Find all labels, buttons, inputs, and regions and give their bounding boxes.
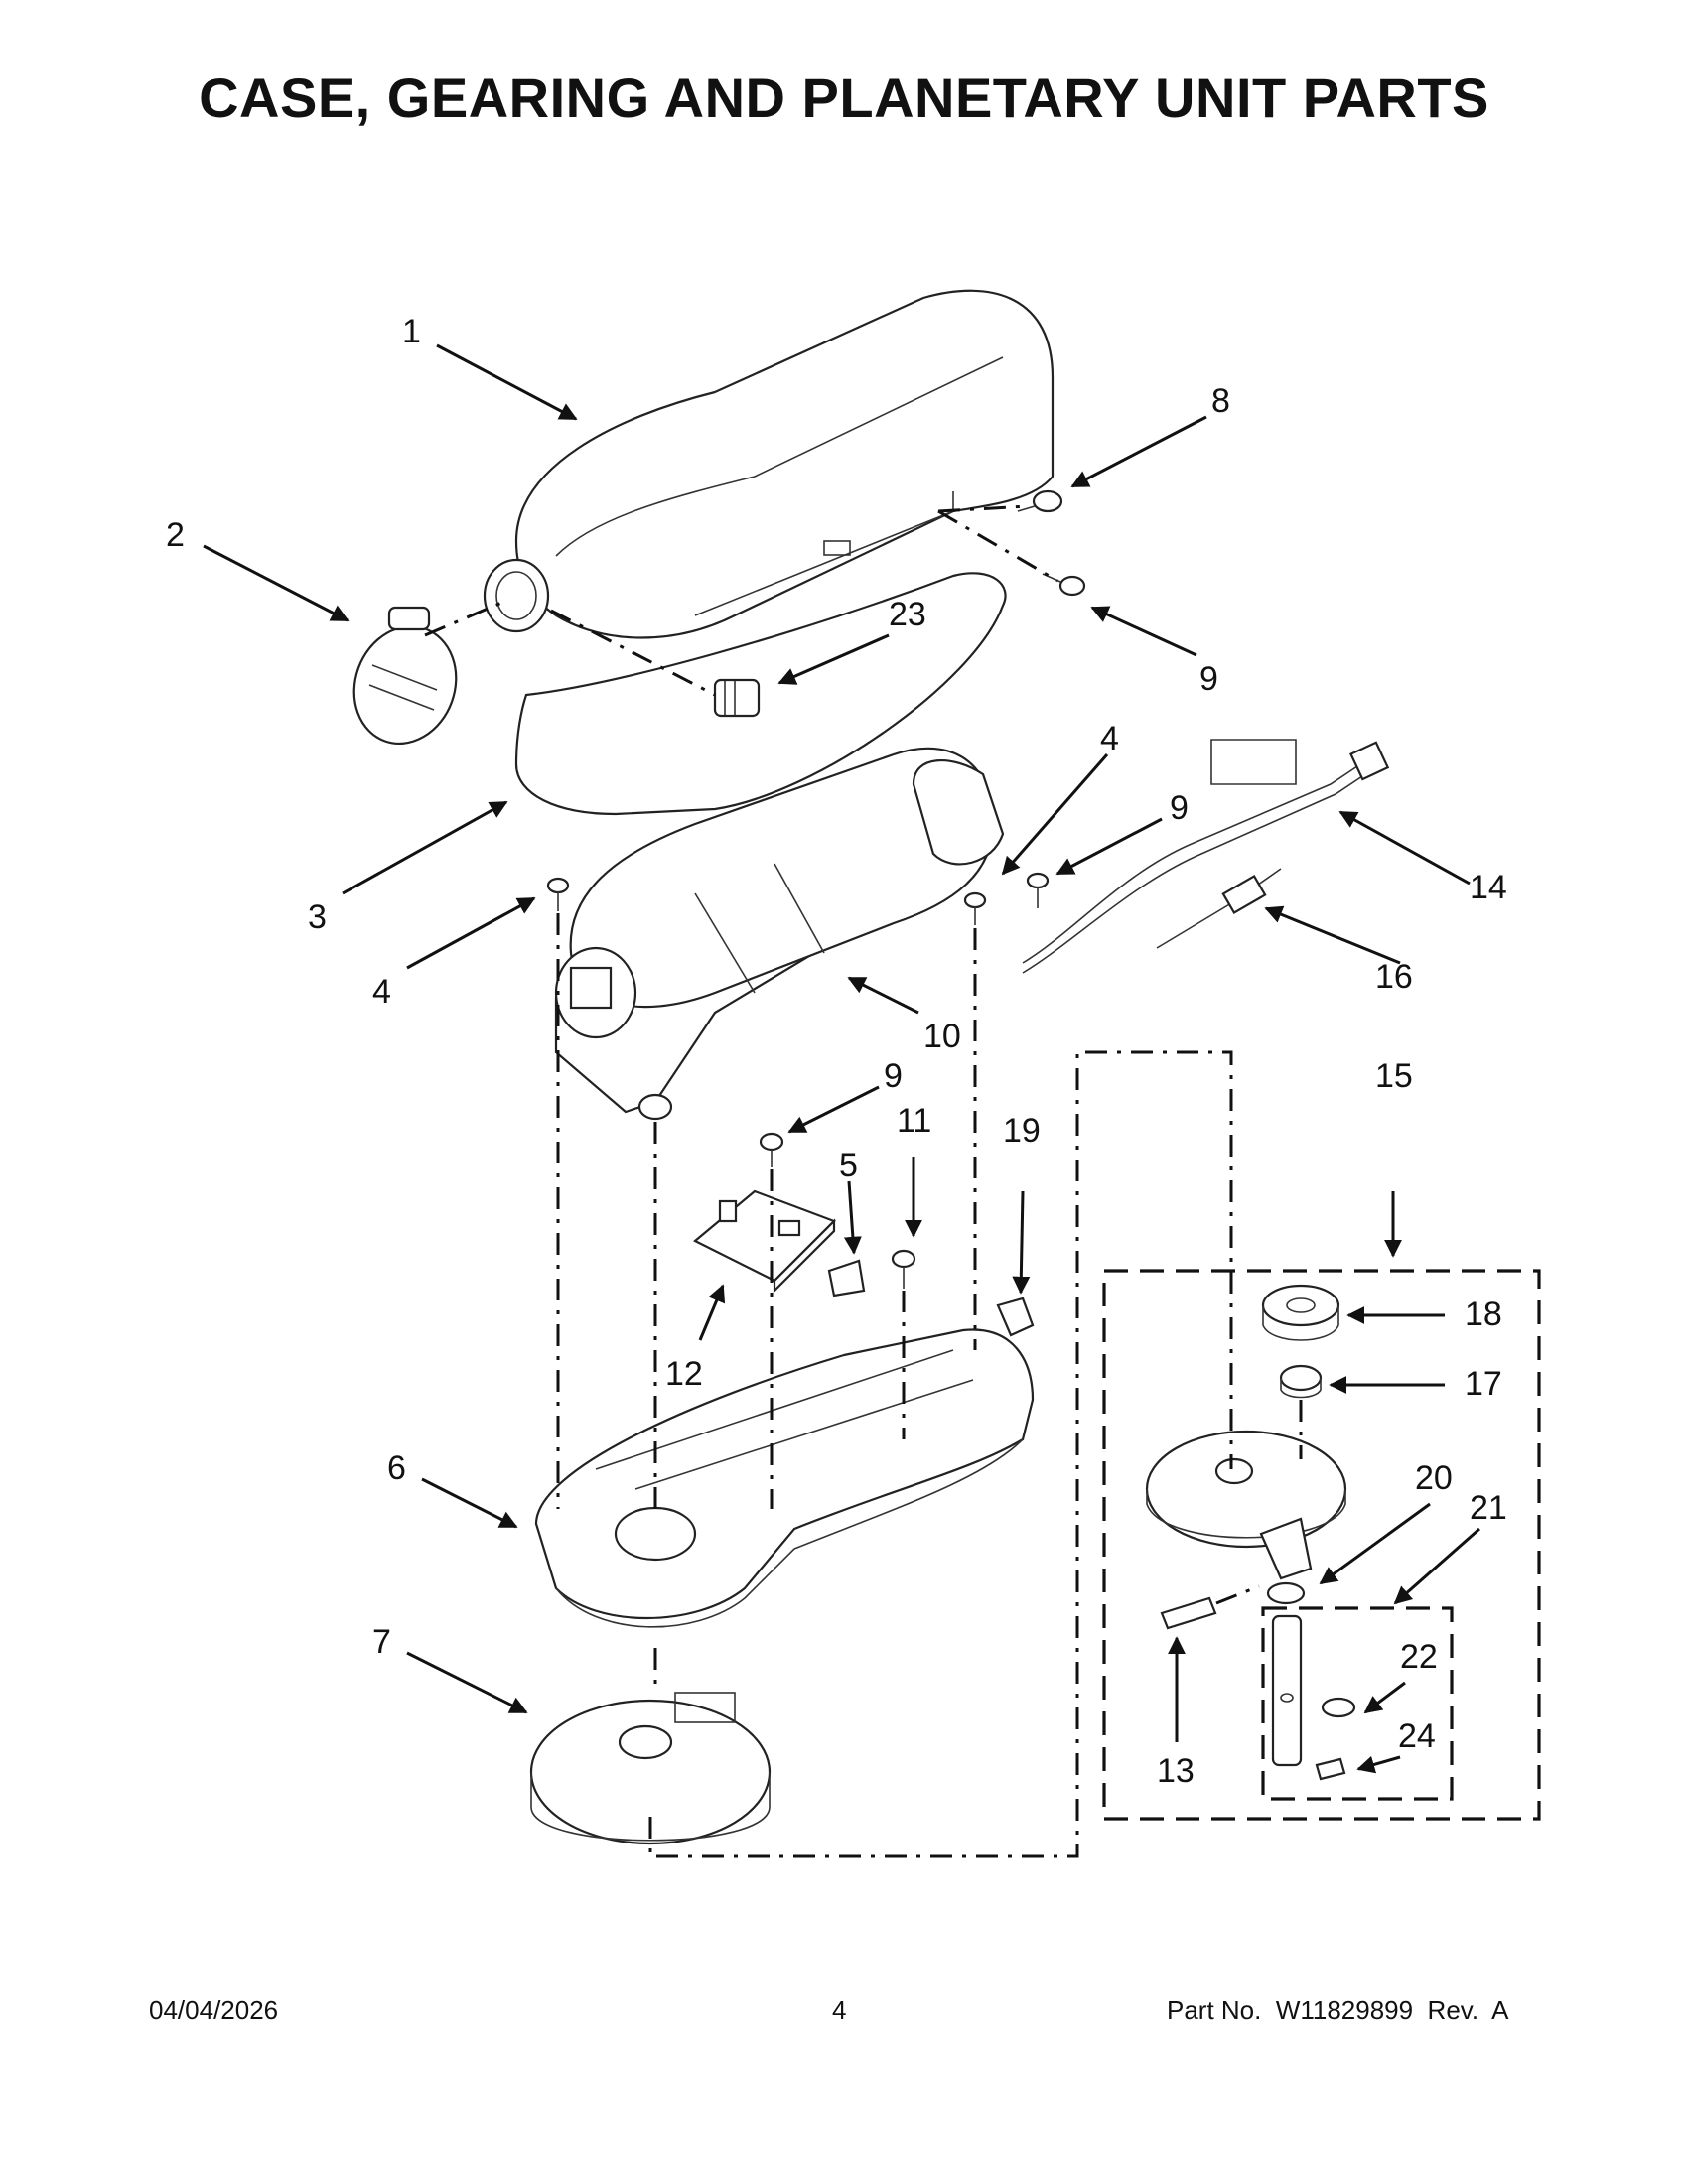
callout-9-top: 9	[1199, 660, 1218, 698]
alignment-line	[937, 504, 1029, 513]
callout-14: 14	[1470, 869, 1507, 906]
callout-2: 2	[166, 516, 185, 554]
part-17-bearing	[1279, 1364, 1323, 1399]
leader-arrows	[203, 343, 1480, 1774]
callout-19: 19	[1003, 1112, 1041, 1150]
part-13-pin	[1160, 1596, 1217, 1630]
alignment-line	[550, 609, 716, 697]
part-18-gear	[1261, 1284, 1340, 1341]
part-9-screw-mid	[1026, 872, 1050, 908]
part-24-pin	[1315, 1757, 1346, 1781]
callout-11: 11	[897, 1102, 931, 1140]
part-8-screw	[1017, 489, 1063, 513]
part-1-motor-housing	[514, 289, 1055, 639]
callout-15: 15	[1375, 1057, 1413, 1095]
callout-20: 20	[1415, 1459, 1453, 1497]
callout-9-board: 9	[884, 1057, 903, 1095]
callout-10: 10	[923, 1018, 961, 1055]
callout-24: 24	[1398, 1717, 1436, 1755]
callout-6: 6	[387, 1449, 406, 1487]
callout-22: 22	[1400, 1638, 1438, 1676]
part-20-washer	[1266, 1581, 1306, 1605]
alignment-line	[1215, 1584, 1260, 1605]
callout-9-mid: 9	[1170, 789, 1189, 827]
part-4-screw-left	[546, 877, 570, 911]
alignment-line	[937, 509, 1058, 583]
callout-4-right: 4	[1100, 720, 1119, 757]
part-16-wire-harness	[1156, 868, 1282, 949]
part-4-screw-right	[963, 891, 987, 925]
callout-5: 5	[839, 1147, 858, 1184]
part-12-control-board	[693, 1189, 836, 1294]
part-19-cap	[996, 1297, 1035, 1337]
part-7-planetary-base	[529, 1692, 772, 1845]
callout-12: 12	[665, 1355, 703, 1393]
callout-4-left: 4	[372, 973, 391, 1011]
footer-date: 04/04/2026	[149, 1995, 279, 2025]
alignment-line	[424, 599, 507, 637]
part-5-clip	[827, 1259, 866, 1297]
part-11-screw	[891, 1249, 916, 1289]
part-planetary-unit	[1145, 1430, 1347, 1580]
footer-page-number: 4	[832, 1995, 847, 2025]
part-6-gear-housing	[534, 1328, 1035, 1628]
part-9-screw-board	[759, 1132, 784, 1167]
callout-7: 7	[372, 1623, 391, 1661]
callout-16: 16	[1375, 958, 1413, 996]
part-2-hub-cover	[352, 606, 458, 746]
callout-17: 17	[1465, 1365, 1502, 1403]
group-box-15	[1102, 1269, 1541, 1821]
part-9-screw-top	[1042, 573, 1086, 597]
callout-8: 8	[1211, 382, 1230, 420]
part-21-shaft	[1271, 1614, 1303, 1767]
attachment-hub	[483, 558, 550, 633]
part-23-knob	[713, 678, 761, 718]
callout-3: 3	[308, 898, 327, 936]
part-10-motor-assembly	[554, 747, 1005, 1121]
group-box-21	[1261, 1606, 1454, 1801]
part-22-ring	[1321, 1697, 1356, 1718]
assembly-path-line	[648, 1050, 1233, 1858]
part-14-power-cord	[1022, 739, 1390, 974]
page-title: CASE, GEARING AND PLANETARY UNIT PARTS	[199, 67, 1489, 129]
callout-23: 23	[889, 596, 926, 633]
callout-21: 21	[1470, 1489, 1507, 1527]
callout-18: 18	[1465, 1296, 1502, 1333]
callout-1: 1	[402, 313, 421, 350]
callout-13: 13	[1157, 1752, 1195, 1790]
part-3-trim-band	[514, 572, 1007, 816]
footer-part-number: Part No. W11829899 Rev. A	[1167, 1995, 1509, 2025]
